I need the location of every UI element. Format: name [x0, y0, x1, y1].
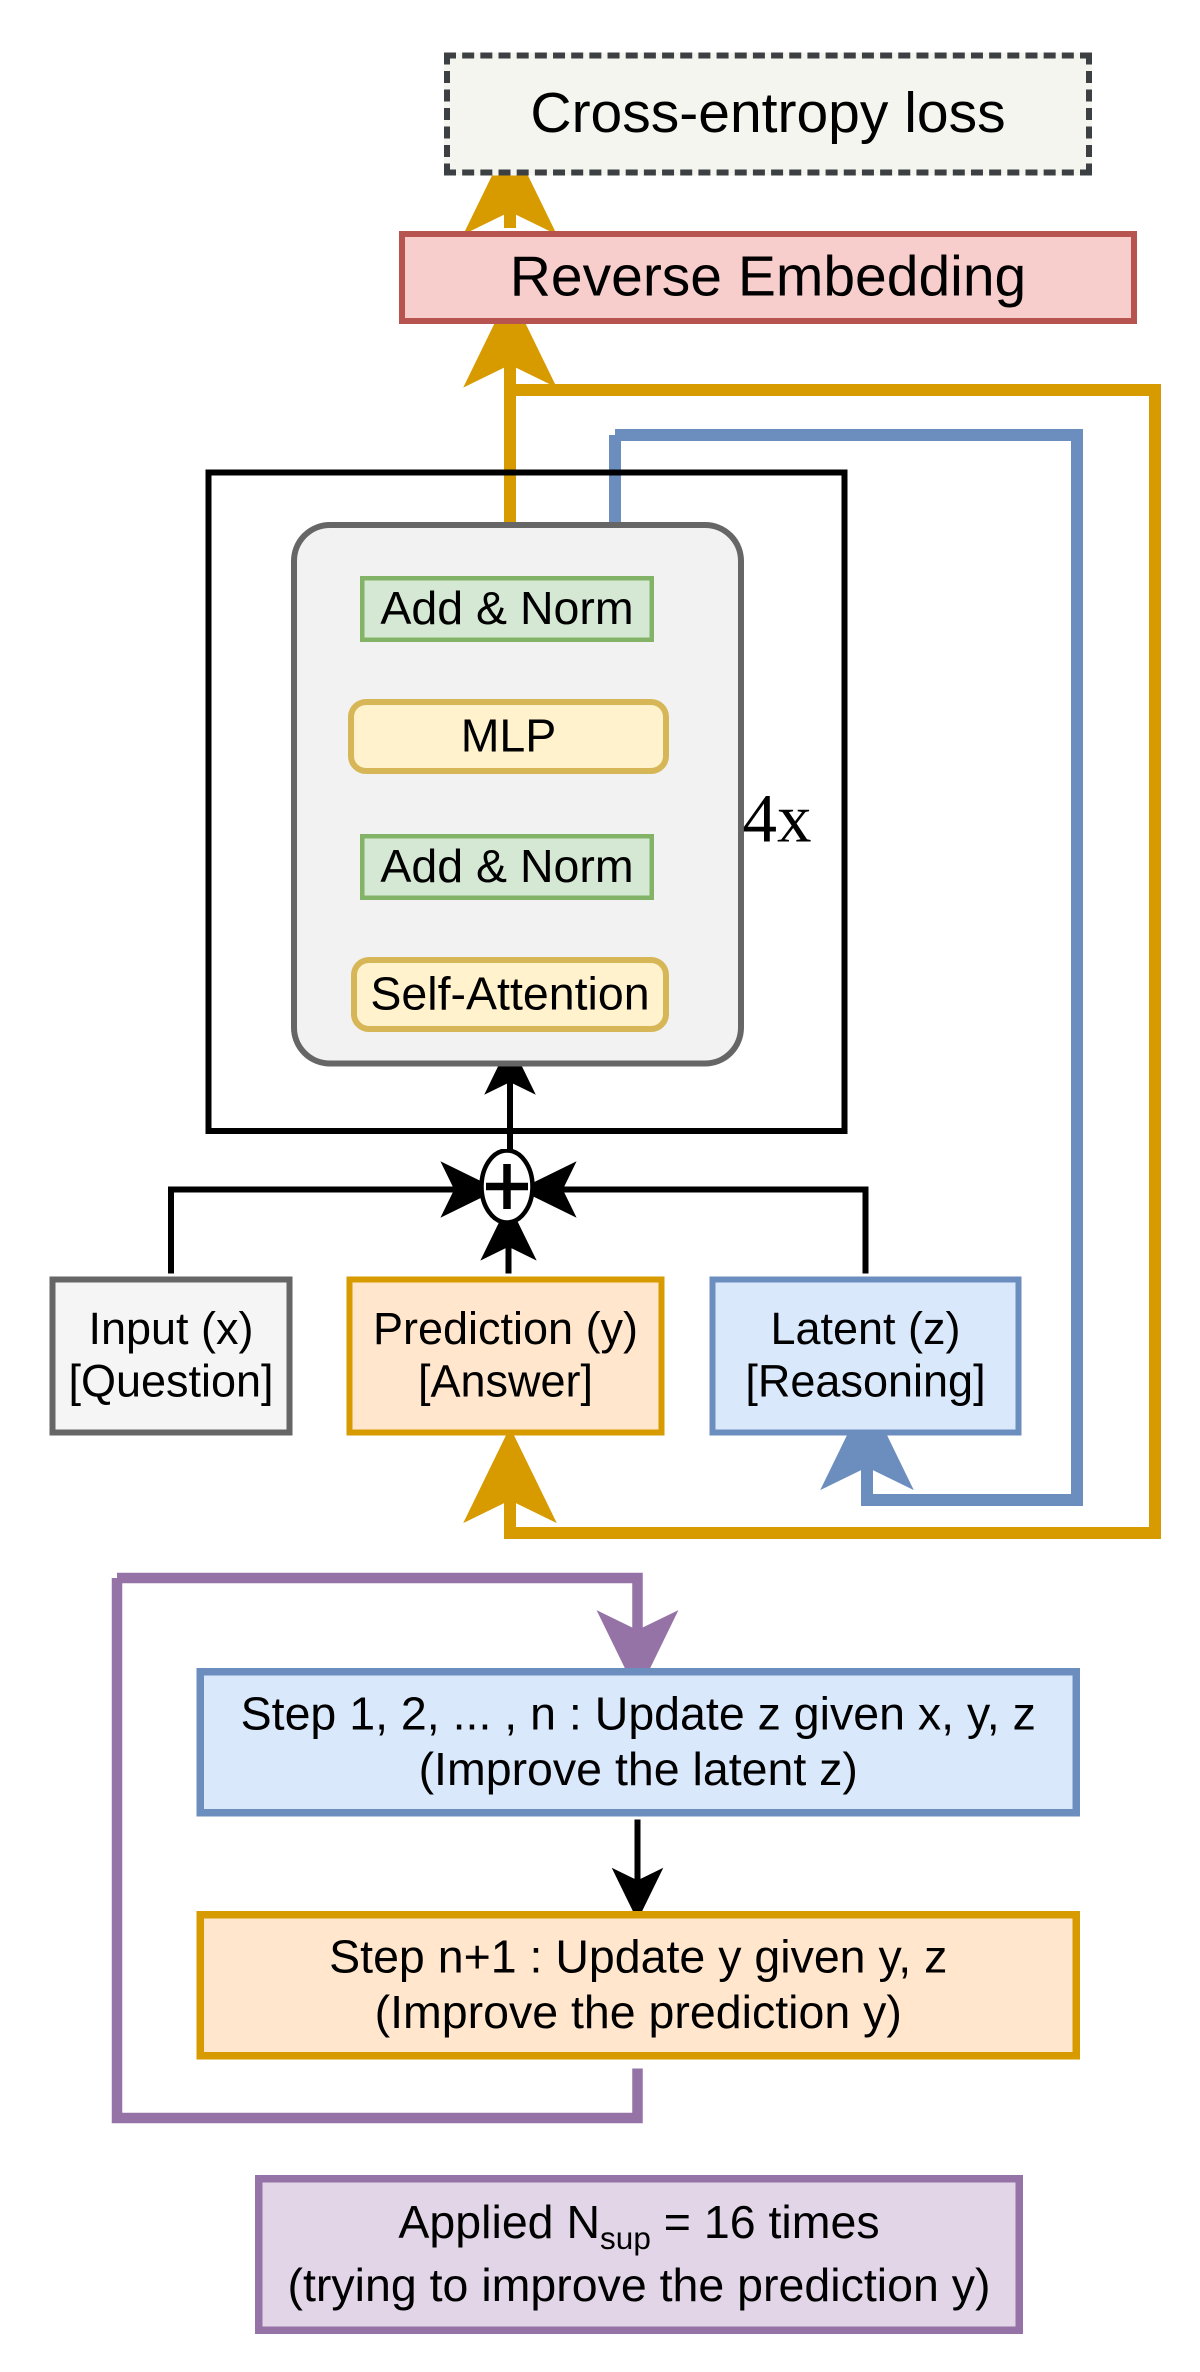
- repeat-count-text: 4x: [742, 779, 812, 857]
- mlp-label: MLP: [460, 709, 557, 762]
- applied-nsup-suffix: = 16 times: [650, 2195, 880, 2249]
- sum-operator-node: [477, 1148, 537, 1225]
- add-norm-lower-label: Add & Norm: [380, 839, 634, 893]
- step-1-to-n-box: Step 1, 2, ... , n : Update z given x, y…: [196, 1668, 1080, 1817]
- cross-entropy-loss-label: Cross-entropy loss: [530, 81, 1006, 145]
- applied-nsup-formula: Applied Nsup = 16 times: [398, 2196, 879, 2259]
- transformer-outer-container: [205, 469, 848, 1134]
- add-norm-upper-box: Add & Norm: [360, 576, 654, 642]
- reverse-embedding-label: Reverse Embedding: [509, 245, 1027, 309]
- self-attention-box: Self-Attention: [351, 957, 669, 1032]
- purple-entry-arrow-to-step1: [117, 1572, 679, 1695]
- latent-z-sublabel: [Reasoning]: [745, 1357, 986, 1408]
- input-x-sublabel: [Question]: [68, 1357, 274, 1408]
- step-1-to-n-label: Step 1, 2, ... , n : Update z given x, y…: [240, 1687, 1036, 1740]
- input-x-label: Input (x): [88, 1304, 254, 1354]
- applied-nsup-subscript: sup: [600, 2221, 651, 2256]
- step-n-plus-1-label: Step n+1 : Update y given y, z: [329, 1930, 948, 1983]
- applied-nsup-box: Applied Nsup = 16 times (trying to impro…: [255, 2175, 1023, 2334]
- prediction-y-sublabel: [Answer]: [417, 1357, 594, 1408]
- arrow-input-to-sum: [168, 1161, 498, 1274]
- add-norm-upper-label: Add & Norm: [380, 581, 634, 635]
- prediction-y-label: Prediction (y): [372, 1304, 639, 1354]
- reverse-embedding-box: Reverse Embedding: [399, 231, 1137, 324]
- repeat-count-label: 4x: [717, 777, 837, 861]
- add-norm-lower-box: Add & Norm: [360, 834, 654, 900]
- mlp-box: MLP: [348, 699, 669, 774]
- input-x-box: Input (x) [Question]: [49, 1276, 293, 1436]
- arrow-latent-to-sum: [519, 1161, 869, 1274]
- self-attention-label: Self-Attention: [370, 967, 650, 1020]
- applied-nsup-sublabel: (trying to improve the prediction y): [287, 2258, 991, 2312]
- latent-z-box: Latent (z) [Reasoning]: [709, 1276, 1022, 1436]
- step-n-plus-1-sublabel: (Improve the prediction y): [374, 1985, 902, 2038]
- latent-z-label: Latent (z): [770, 1304, 961, 1354]
- step-n-plus-1-box: Step n+1 : Update y given y, z (Improve …: [196, 1911, 1080, 2060]
- prediction-y-box: Prediction (y) [Answer]: [346, 1276, 665, 1436]
- step-1-to-n-sublabel: (Improve the latent z): [418, 1742, 858, 1795]
- applied-nsup-prefix: Applied N: [398, 2195, 601, 2249]
- cross-entropy-loss-box: Cross-entropy loss: [444, 52, 1092, 176]
